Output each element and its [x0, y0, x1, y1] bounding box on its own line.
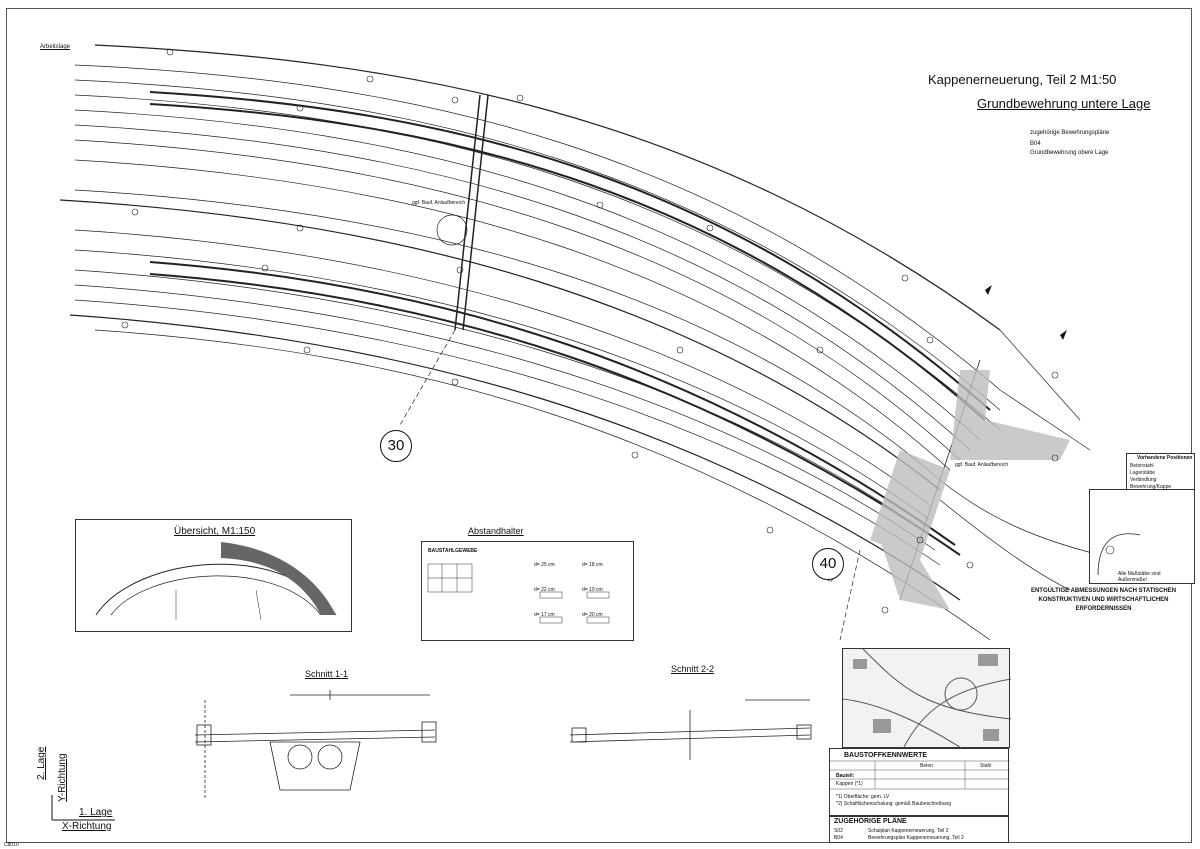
station-marker-30: 30 [380, 430, 412, 462]
materials-footnote-1: *1) Oberfläche: gem. LV [836, 794, 890, 800]
legend-row-2: Lagerstäbe [1130, 470, 1156, 476]
materials-grid [830, 760, 1010, 790]
plans-table: ZUGEHÖRIGE PLÄNE S02 Schalplan Kappenern… [829, 816, 1009, 843]
sheet-id: C8010 [4, 842, 19, 848]
spacers-subtitle: BAUSTAHLGEWEBE [428, 548, 478, 554]
legend-row-3: Verbindlung [1130, 477, 1157, 483]
site-map-sketch [843, 649, 1011, 749]
related-plans-heading: zugehörige Bewehrungspläne [1030, 130, 1110, 136]
plans-row-2-code: B04 [834, 835, 843, 841]
materials-table: BAUSTOFFKENNWERTE Beton Stahl Bauteil: K… [829, 748, 1010, 816]
drawing-subtitle: Grundbewehrung untere Lage [977, 96, 1151, 111]
callout-note: Alle Maßstäbe sind Außenmaße! [1118, 571, 1161, 583]
top-left-label: Arbeitslage [40, 44, 71, 50]
materials-footnote-2: *2) Schalflächenschalung: gemäß Baubesch… [836, 801, 952, 807]
legend-title: Vorhandene Positionen [1137, 455, 1193, 461]
related-plan-code: B04 [1030, 141, 1041, 147]
detail-note-1: ggf. Bauf. Anlaufbereich [412, 200, 466, 206]
section-1-title: Schnitt 1-1 [305, 669, 349, 679]
detail-note-2: ggf. Bauf. Anlaufbereich [955, 462, 1009, 468]
overview-sketch [95, 542, 337, 621]
site-map [842, 648, 1011, 749]
related-plan-desc: Grundbewehrung obere Lage [1030, 150, 1109, 156]
callout-panel: Alle Maßstäbe sind Außenmaße! [1089, 489, 1195, 584]
positions-legend: Vorhandene Positionen Betonstahl Lagerst… [1126, 453, 1195, 491]
plans-row-1-code: S02 [834, 828, 843, 834]
callout-sketch [1097, 533, 1141, 576]
spacer-item-4: d= 18 cm [582, 562, 603, 568]
spacers-title: Abstandhalter [468, 526, 524, 536]
overview-panel: Übersicht, M1:150 [75, 519, 352, 632]
station-marker-40: 40 [812, 548, 844, 580]
overview-title: Übersicht, M1:150 [174, 526, 256, 537]
spacer-item-1: d= 25 cm [534, 562, 555, 568]
drawing-frame [6, 8, 1192, 843]
spacers-sketch [427, 563, 610, 624]
plans-row-1-desc: Schalplan Kappenerneuerung, Teil 2 [868, 828, 949, 834]
legend-row-1: Betonstahl [1130, 463, 1154, 469]
spacer-item-6: d= 20 cm [582, 612, 603, 618]
axis-y-direction-label: Y-Richtung [57, 753, 68, 802]
materials-title: BAUSTOFFKENNWERTE [844, 752, 928, 759]
spacer-item-2: d= 22 cm [534, 587, 555, 593]
warning-note: ENTGÜLTIGE ABMESSUNGEN NACH STATISCHEN K… [1012, 587, 1195, 614]
axis-layer2-label: 2. Lage [36, 746, 47, 780]
section-2-title: Schnitt 2-2 [671, 664, 715, 674]
warning-line-2: KONSTRUKTIVEN UND WIRTSCHAFTLICHEN ERFOR… [1038, 597, 1169, 612]
materials-col-beton: Beton [920, 763, 934, 769]
materials-row-item: Kappen (*1) [836, 781, 863, 787]
materials-col-stahl: Stahl [980, 763, 992, 769]
plans-row-2-desc: Bewehrungsplan Kappenerneuerung, Teil 2 [868, 835, 964, 841]
plans-title: ZUGEHÖRIGE PLÄNE [834, 818, 907, 825]
materials-row-label: Bauteil: [836, 773, 855, 779]
spacer-item-3: d= 17 cm [534, 612, 555, 618]
legend-row-4: Bewehrung/Kappe [1130, 484, 1172, 490]
axis-layer1-label: 1. Lage [79, 807, 113, 818]
spacer-item-5: d= 19 cm [582, 587, 603, 593]
warning-line-1: ENTGÜLTIGE ABMESSUNGEN NACH STATISCHEN [1030, 588, 1177, 594]
axis-x-direction-label: X-Richtung [62, 821, 112, 832]
drawing-title: Kappenerneuerung, Teil 2 M1:50 [928, 72, 1117, 87]
spacers-panel: BAUSTAHLGEWEBE d= 25 cm d= 22 cm d= 17 c… [421, 541, 634, 641]
